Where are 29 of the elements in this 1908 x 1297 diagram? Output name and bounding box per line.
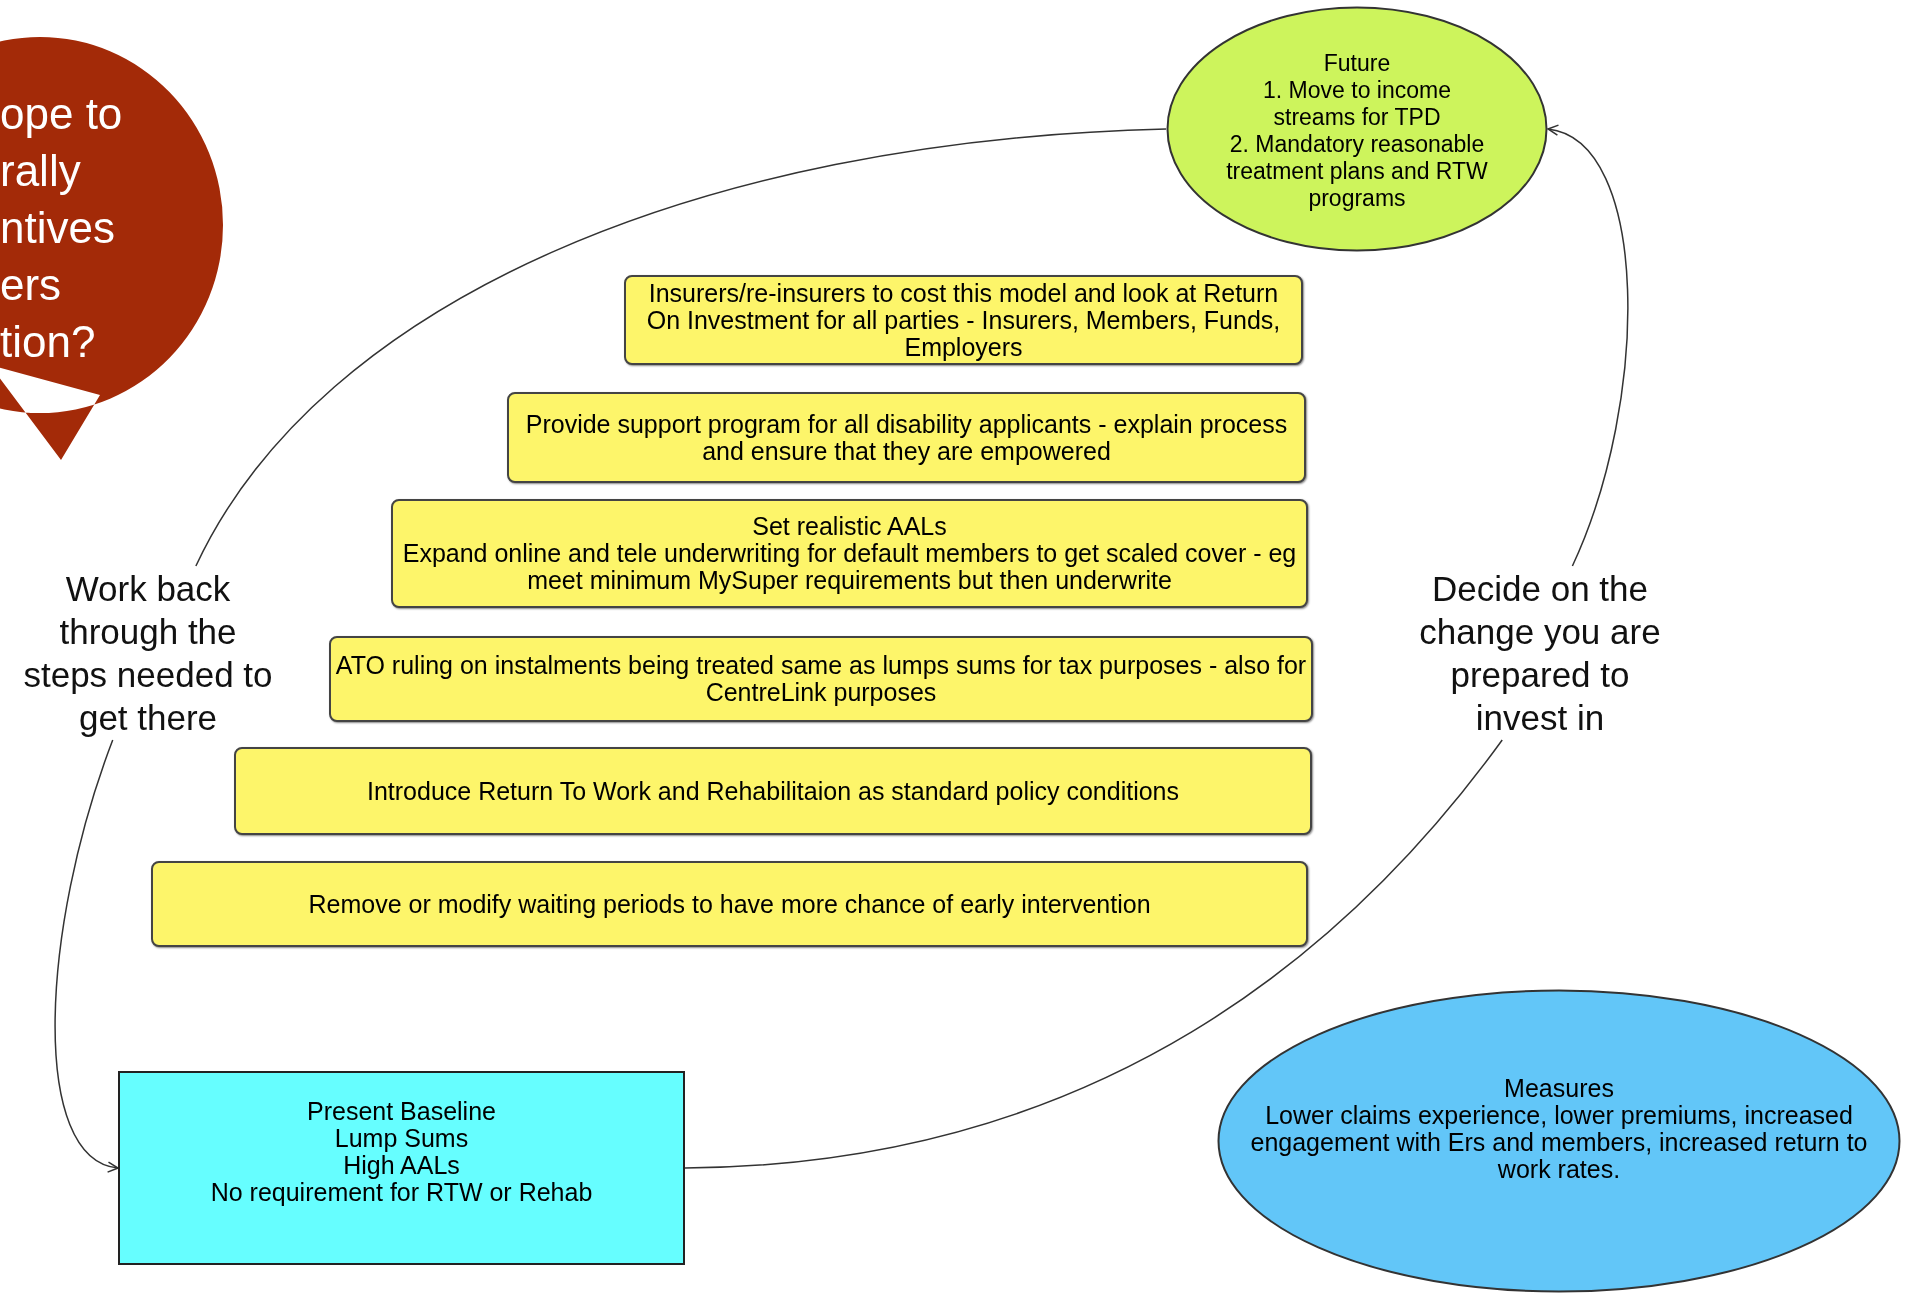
node-text: Lower claims experience, lower premiums, increased engagement with Ers and members, increased return to work rates. [1249, 1102, 1869, 1183]
box-text: High AALs [343, 1152, 460, 1179]
node-heading: Future [1323, 50, 1391, 77]
box-text: Provide support program for all disability applicants - explain process and ensure that they are empowered [524, 410, 1289, 465]
step-note: Decide on the change you are prepared to invest in [1418, 568, 1662, 739]
node-heading: Measures [1504, 1075, 1614, 1102]
step-note: Work back through the steps needed to get there [22, 568, 274, 739]
connector-line [684, 739, 1503, 1169]
curved-arrow [54, 739, 119, 1171]
step-box [507, 392, 1306, 483]
baseline-box [118, 1071, 685, 1265]
list-item: 1. Move to income streams for TPD [1262, 77, 1452, 131]
box-text: ATO ruling on instalments being treated same as lumps sums for tax purposes - also for CentreLink purposes [335, 652, 1307, 706]
box-text: Expand online and tele underwriting for default members to get scaled cover - eg meet minimum MySuper requirements but then underwrite [401, 540, 1298, 594]
step-box [151, 861, 1308, 947]
box-text: Insurers/re-insurers to cost this model and look at Return On Investment for all parties - Insurers, Members, Funds, Employers [645, 279, 1282, 361]
step-box [391, 499, 1308, 608]
box-text: Lump Sums [334, 1125, 469, 1152]
list-item: 2. Mandatory reasonable treatment plans and RTW programs [1225, 131, 1489, 212]
box-text: Introduce Return To Work and Rehabilitaion as standard policy conditions [366, 777, 1180, 805]
box-heading: Set realistic AALs [752, 513, 947, 540]
box-text: Remove or modify waiting periods to have more chance of early intervention [308, 890, 1151, 918]
curved-arrow [1547, 126, 1629, 567]
connector-line [195, 128, 1167, 567]
box-text: Present Baseline [307, 1098, 496, 1125]
step-box [329, 636, 1313, 722]
bubble-text: ope to rally ntives ers tion? [0, 88, 124, 368]
step-box [234, 747, 1312, 835]
box-text: No requirement for RTW or Rehab [210, 1179, 593, 1206]
